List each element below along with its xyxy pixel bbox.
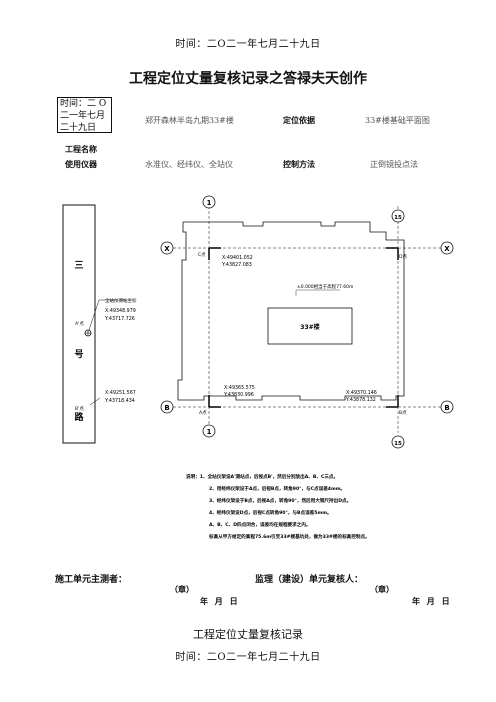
- axis-15-bottom: [391, 435, 405, 449]
- a-coord-y: Y:43830.996: [223, 392, 254, 398]
- station-label: 全站仪测站坐标: [105, 297, 137, 304]
- basis-value: 33#楼基础平面图: [365, 116, 430, 125]
- axis-b-left: [160, 400, 174, 414]
- document-subtitle: 工程定位丈量复核记录: [193, 628, 303, 641]
- right-stamp: （章）: [370, 585, 394, 594]
- a-coord-x: X:49365.575: [224, 385, 255, 391]
- svg-text:1: 1: [207, 199, 212, 207]
- road-char: 路: [74, 411, 84, 423]
- axis-15-top: [391, 209, 405, 223]
- svg-text:X: X: [444, 245, 450, 253]
- svg-text:X: X: [164, 245, 170, 253]
- note-line: 标高从甲方给定的高程75.6m引至33#楼基坑处，做为33#楼的标高控制点。: [208, 533, 370, 540]
- supervisor-sign-label: 监理（建设）单元复核人：: [255, 575, 364, 585]
- road-outline: [62, 204, 96, 444]
- note-line: A、B、C、D四点闭合，误差均在规程要求之内。: [209, 521, 311, 528]
- left-date: 年 月 日: [200, 597, 238, 606]
- c-point-label: C点: [198, 252, 206, 258]
- instrument-label: 使用仪器: [65, 160, 97, 169]
- station-point-label: A'点: [75, 321, 84, 327]
- project-name-value: 郑开森林半岛九期33#楼: [145, 116, 234, 125]
- svg-text:1: 1: [207, 428, 212, 436]
- elevation-note: ±0.000相当于高程77.60m: [297, 283, 353, 290]
- note-line: 2、用经纬仪架设于A点，后视B点，转角90°，与C点误差4mm。: [209, 485, 345, 492]
- inner-building: [267, 307, 353, 345]
- date-box-line: 时间：二 O: [60, 99, 107, 109]
- instrument-value: 水准仪、经纬仪、全站仪: [145, 160, 233, 169]
- method-value: 正倒镜投点法: [370, 160, 418, 169]
- note-line: 说明：1、全站仪架设A'测站点，后视点B'，然后分别放出A、B、C三点。: [186, 473, 338, 480]
- date-box: 时间：二 O 二一年七月 二十九日: [57, 97, 112, 133]
- c-coord-x: X:49401.052: [222, 255, 253, 261]
- axis-x-right: [440, 241, 454, 255]
- note-line: 3、经纬仪架设于B点，后视A点，转角90°，然后用大钢尺持出D点。: [209, 497, 351, 504]
- road-char: 三: [74, 260, 83, 271]
- method-label: 控制方法: [283, 160, 315, 169]
- station-y: Y:43717.726: [104, 316, 135, 322]
- building-label: 33#楼: [300, 323, 319, 331]
- date-box-line: 二一年七月: [60, 111, 106, 121]
- station-x: X:49348.979: [105, 308, 136, 314]
- axis-b-right: [440, 400, 454, 414]
- back-coord-y: Y:43718.434: [104, 398, 135, 404]
- footer-date: 时间：二O二一年七月二十九日: [175, 652, 321, 663]
- right-date: 年 月 日: [412, 597, 450, 606]
- c-coord-y: Y:43827.083: [221, 262, 252, 268]
- d-point-label: D点: [399, 254, 407, 260]
- axis-1-bottom: [202, 424, 216, 438]
- project-name-label: 工程名称: [65, 145, 97, 154]
- document-title: 工程定位丈量复核记录之答禄夫天创作: [129, 71, 367, 87]
- back-point-label: B'点: [75, 406, 84, 412]
- date-box-line: 二十九日: [60, 123, 97, 133]
- constructor-sign-label: 施工单元主测者：: [55, 575, 128, 585]
- road-char: 号: [74, 349, 83, 360]
- left-stamp: （章）: [170, 585, 194, 594]
- b-coord-x: X:49370.146: [346, 390, 377, 396]
- svg-text:B: B: [444, 404, 449, 412]
- basis-label: 定位依据: [283, 116, 315, 125]
- header-date: 时间：二O二一年七月二十九日: [175, 39, 321, 50]
- back-coord-x: X:49251.567: [105, 390, 136, 396]
- svg-text:15: 15: [394, 441, 402, 447]
- svg-text:15: 15: [394, 215, 402, 221]
- b-point-label: B点: [399, 410, 407, 416]
- building-outline: [177, 221, 405, 401]
- b-coord-y: Y:43878.132: [345, 397, 376, 403]
- note-line: 4、经纬仪架设D点，后视C点转角90°，与B点误差5mm。: [209, 509, 332, 516]
- axis-1-top: [202, 195, 216, 209]
- a-point-label: A点: [199, 410, 207, 416]
- axis-x-left: [160, 241, 174, 255]
- svg-text:B: B: [164, 404, 169, 412]
